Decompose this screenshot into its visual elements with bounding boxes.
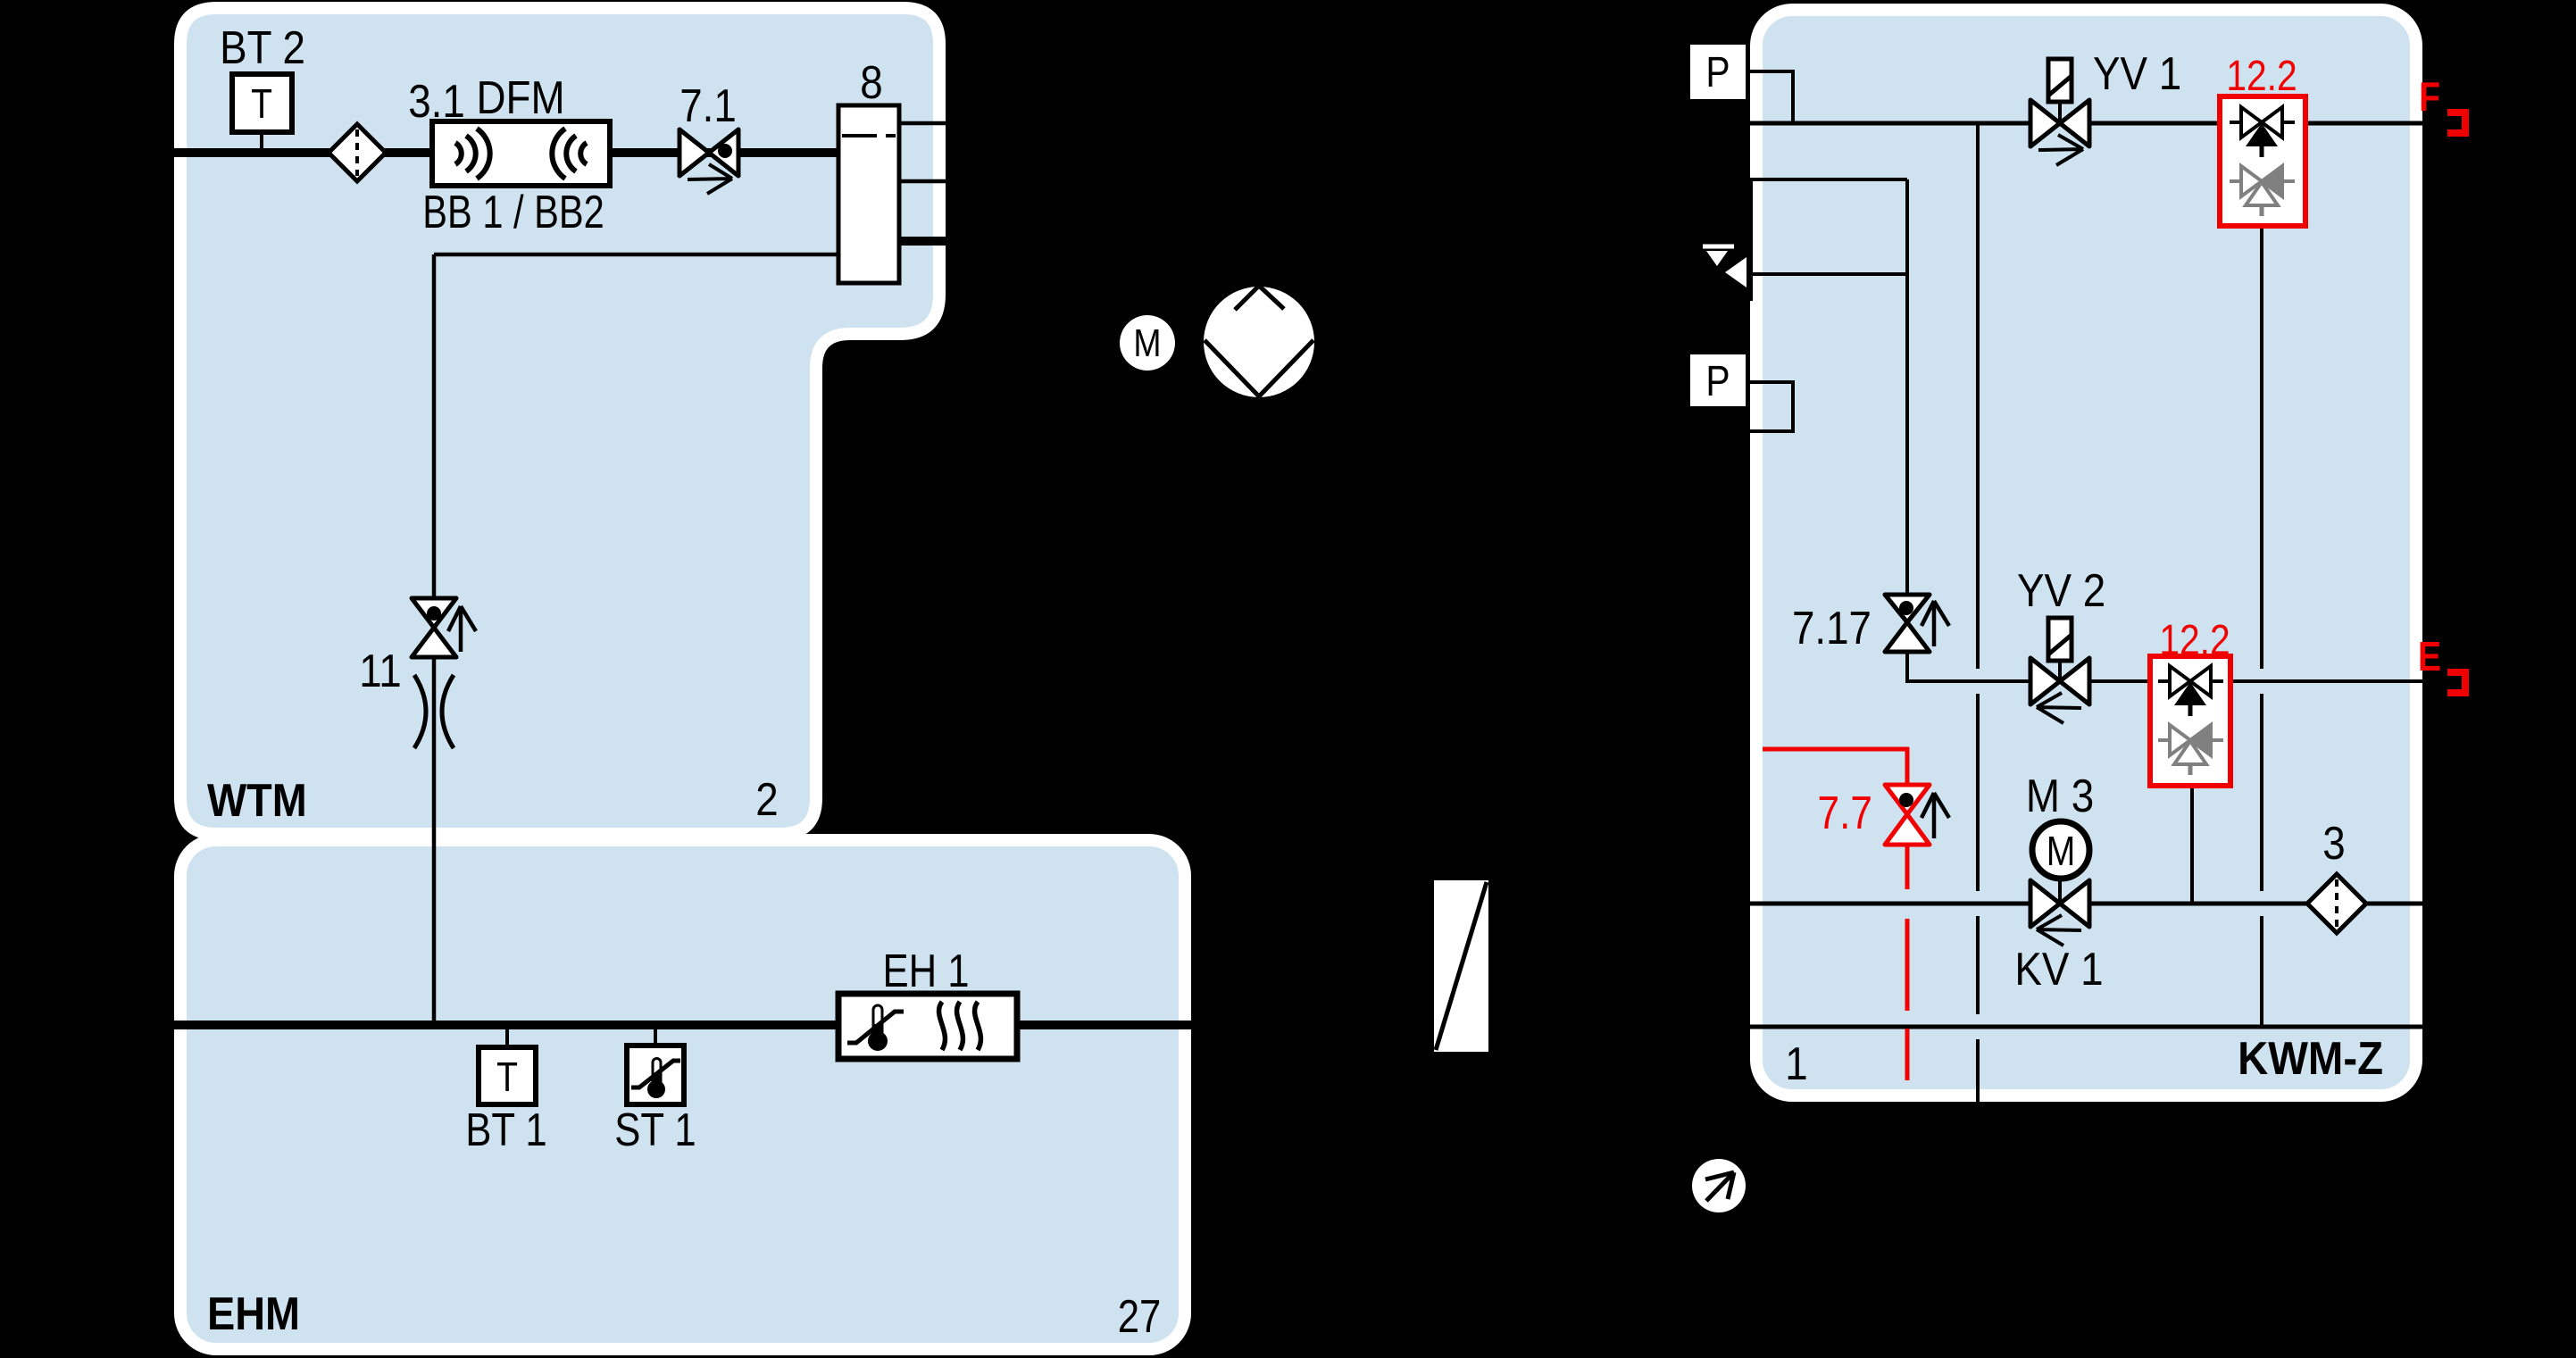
svg-text:7.7: 7.7 — [1818, 787, 1872, 839]
svg-text:YV 1: YV 1 — [2093, 48, 2181, 99]
svg-text:KV 1: KV 1 — [2014, 944, 2103, 995]
svg-text:F: F — [2419, 74, 2440, 121]
svg-text:ST 1: ST 1 — [614, 1105, 696, 1156]
svg-text:KWM-Z: KWM-Z — [2238, 1032, 2383, 1085]
svg-text:M: M — [1133, 321, 1161, 365]
svg-text:1: 1 — [1785, 1038, 1807, 1089]
svg-text:DFM: DFM — [476, 72, 564, 123]
svg-text:M 3: M 3 — [2026, 771, 2094, 821]
svg-text:T: T — [251, 81, 272, 128]
svg-text:EHM: EHM — [207, 1288, 300, 1340]
svg-text:7.17: 7.17 — [1792, 603, 1872, 654]
svg-text:8: 8 — [860, 57, 882, 108]
svg-text:P: P — [1705, 358, 1730, 405]
svg-text:T: T — [496, 1054, 518, 1101]
svg-text:2: 2 — [755, 774, 778, 825]
svg-text:7.1: 7.1 — [679, 80, 737, 131]
svg-text:27: 27 — [1118, 1292, 1162, 1343]
svg-text:YV 2: YV 2 — [2017, 565, 2105, 616]
svg-text:12.2: 12.2 — [2159, 617, 2230, 664]
svg-text:BB 1 / BB2: BB 1 / BB2 — [422, 186, 604, 238]
svg-text:E: E — [2418, 634, 2441, 680]
svg-text:BT 1: BT 1 — [465, 1105, 546, 1156]
svg-text:BT 2: BT 2 — [220, 22, 305, 73]
svg-text:12.2: 12.2 — [2226, 53, 2297, 100]
svg-text:P: P — [1705, 49, 1730, 96]
svg-text:3: 3 — [2322, 818, 2345, 869]
svg-text:WTM: WTM — [207, 775, 307, 827]
svg-text:11: 11 — [359, 646, 402, 696]
svg-text:M: M — [2047, 829, 2076, 875]
svg-text:EH 1: EH 1 — [882, 946, 969, 997]
svg-text:3.1: 3.1 — [408, 76, 465, 127]
